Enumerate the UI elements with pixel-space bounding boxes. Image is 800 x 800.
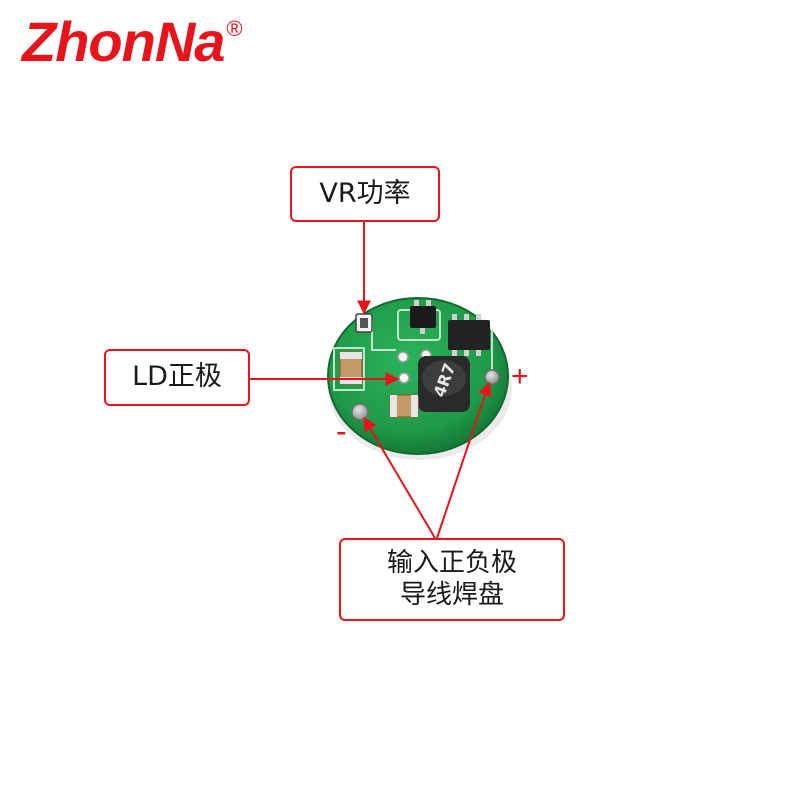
callout-input-line1: 输入正负极 bbox=[386, 548, 517, 579]
sot-chip bbox=[410, 306, 436, 328]
arrow-positive bbox=[436, 381, 492, 539]
callout-ld-positive: LD正极 bbox=[104, 349, 250, 406]
callout-input-pads: 输入正负极 导线焊盘 bbox=[339, 538, 565, 621]
arrow-negative bbox=[363, 416, 436, 539]
brand-name: ZhonNa bbox=[22, 10, 225, 73]
pcb-board-rim bbox=[327, 297, 509, 455]
brand-logo: ZhonNa® bbox=[22, 14, 243, 70]
callout-input-line2: 导线焊盘 bbox=[399, 579, 504, 610]
callout-vr-power: VR功率 bbox=[290, 166, 440, 222]
callout-vr-label: VR功率 bbox=[319, 177, 411, 209]
polarity-plus: + bbox=[511, 360, 529, 393]
callout-ld-label: LD正极 bbox=[132, 361, 222, 393]
polarity-minus: - bbox=[336, 413, 347, 449]
driver-ic bbox=[448, 320, 490, 350]
positive-pad bbox=[484, 369, 500, 385]
registered-mark: ® bbox=[226, 16, 242, 41]
negative-pad bbox=[351, 403, 369, 421]
